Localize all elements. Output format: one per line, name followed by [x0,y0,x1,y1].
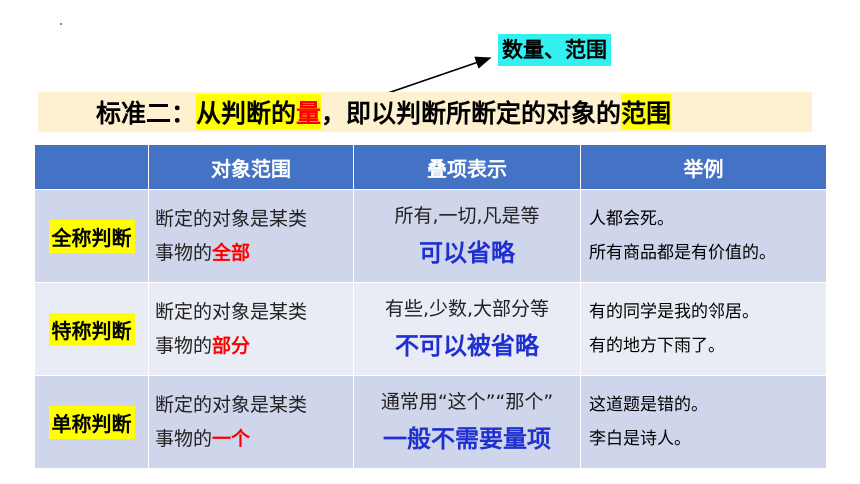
example-line: 人都会死。 [589,209,674,229]
scope-line: 断定的对象是某类 [155,208,308,230]
example-line: 李白是诗人。 [589,429,691,449]
judgment-type-label: 特称判断 [48,312,135,346]
scope-prefix: 事物的 [155,242,213,264]
table-header-row: 对象范围 叠项表示 举例 [34,144,827,190]
quantifier-cell: 所有,一切,凡是等 可以省略 [353,189,581,283]
example-line: 有的地方下雨了。 [589,336,725,356]
scope-line: 断定的对象是某类 [155,301,308,323]
title-part-1: 标准二： [96,99,197,128]
example-cell: 这道题是错的。 李白是诗人。 [580,375,827,469]
example-cell: 人都会死。 所有商品都是有价值的。 [580,189,827,283]
example-cell: 有的同学是我的邻居。 有的地方下雨了。 [580,282,827,376]
title-part-5: 范围 [621,94,672,130]
quantifier-cell: 通常用“这个”“那个” 一般不需要量项 [353,375,581,469]
corner-dot [60,23,62,25]
scope-cell: 断定的对象是某类 事物的部分 [148,282,354,376]
judgment-type-label: 单称判断 [48,405,135,439]
header-cell-scope: 对象范围 [148,144,354,190]
scope-line: 断定的对象是某类 [155,394,308,416]
scope-highlight: 部分 [212,335,251,357]
scope-cell: 断定的对象是某类 事物的全部 [148,189,354,283]
page-title: 标准二： 从判断的 量 ，即以判断所断定的对象的 范围 [96,92,672,132]
title-part-4: ，即以判断所断定的对象的 [321,99,622,128]
quantifier-cell: 有些,少数,大部分等 不可以被省略 [353,282,581,376]
table-row: 特称判断 断定的对象是某类 事物的部分 有些,少数,大部分等 不可以被省略 有的… [34,282,827,376]
header-cell-quantifier: 叠项表示 [353,144,581,190]
header-cell-type [34,144,149,190]
scope-highlight: 一个 [212,428,251,450]
title-part-3: 量 [296,94,322,130]
scope-cell: 断定的对象是某类 事物的一个 [148,375,354,469]
judgment-table: 对象范围 叠项表示 举例 全称判断 断定的对象是某类 事物的全部 所有,一切,凡… [34,144,827,469]
omission-note: 可以省略 [419,239,515,267]
table-row: 全称判断 断定的对象是某类 事物的全部 所有,一切,凡是等 可以省略 人都会死。… [34,189,827,283]
omission-note: 不可以被省略 [395,332,539,360]
scope-highlight: 全部 [212,242,251,264]
quantifier-text: 所有,一切,凡是等 [394,205,540,227]
example-line: 所有商品都是有价值的。 [589,243,776,263]
judgment-type-label: 全称判断 [48,219,135,253]
scope-prefix: 事物的 [155,428,213,450]
omission-note: 一般不需要量项 [383,425,551,453]
title-part-2: 从判断的 [196,94,297,130]
table-row: 单称判断 断定的对象是某类 事物的一个 通常用“这个”“那个” 一般不需要量项 … [34,375,827,469]
quantifier-text: 通常用“这个”“那个” [380,391,554,413]
example-line: 这道题是错的。 [589,395,708,415]
scope-prefix: 事物的 [155,335,213,357]
callout-label: 数量、范围 [498,34,611,66]
example-line: 有的同学是我的邻居。 [589,302,759,322]
header-cell-example: 举例 [580,144,827,190]
title-band [38,92,812,132]
quantifier-text: 有些,少数,大部分等 [384,298,550,320]
